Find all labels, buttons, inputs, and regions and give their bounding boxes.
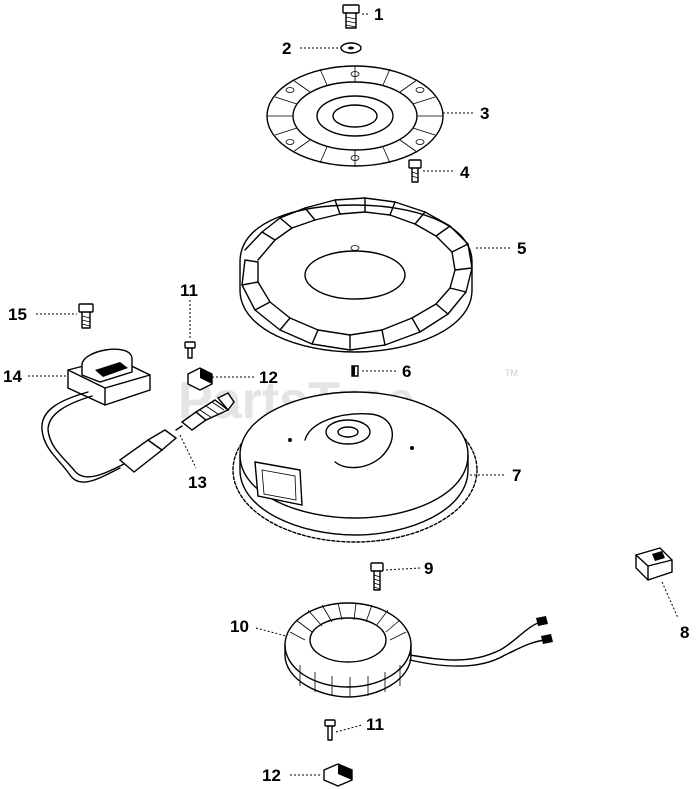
callout-9: 9 [424,559,433,578]
part-11b-screw[interactable] [324,719,336,741]
part-12b-clip[interactable] [323,763,353,787]
part-14-ignition-coil[interactable] [41,348,178,483]
callouts: 1 2 3 4 5 6 7 8 9 10 11 11 12 12 13 14 1… [3,5,689,785]
callout-14: 14 [3,367,22,386]
callout-1: 1 [374,5,383,24]
callout-12b: 12 [262,766,281,785]
part-5-fan[interactable] [239,197,473,353]
part-6-key[interactable] [351,365,359,377]
part-13-spark-plug[interactable] [175,392,235,431]
callout-11b: 11 [366,715,384,734]
part-1-bolt[interactable] [342,4,360,29]
callout-5: 5 [517,239,526,258]
callout-2: 2 [282,39,291,58]
callout-6: 6 [402,362,411,381]
part-7-flywheel[interactable] [232,391,478,543]
callout-4: 4 [460,163,470,182]
part-9-bolt[interactable] [370,562,384,591]
part-4-bolt[interactable] [408,159,422,183]
callout-10: 10 [230,617,249,636]
part-2-washer[interactable] [340,42,362,54]
callout-13: 13 [188,473,207,492]
callout-11a: 11 [180,281,198,300]
callout-12a: 12 [259,368,278,387]
part-8-connector[interactable] [635,547,673,581]
part-10-stator[interactable] [284,602,553,698]
callout-7: 7 [512,466,521,485]
watermark-trademark: TM [505,368,518,378]
callout-3: 3 [480,104,489,123]
part-12a-clip[interactable] [187,367,213,391]
callout-15: 15 [8,305,27,324]
part-3-screen[interactable] [266,65,444,167]
leader-lines [28,13,679,776]
part-11a-screw[interactable] [184,341,196,359]
part-15-bolt[interactable] [78,303,94,329]
callout-8: 8 [680,623,689,642]
